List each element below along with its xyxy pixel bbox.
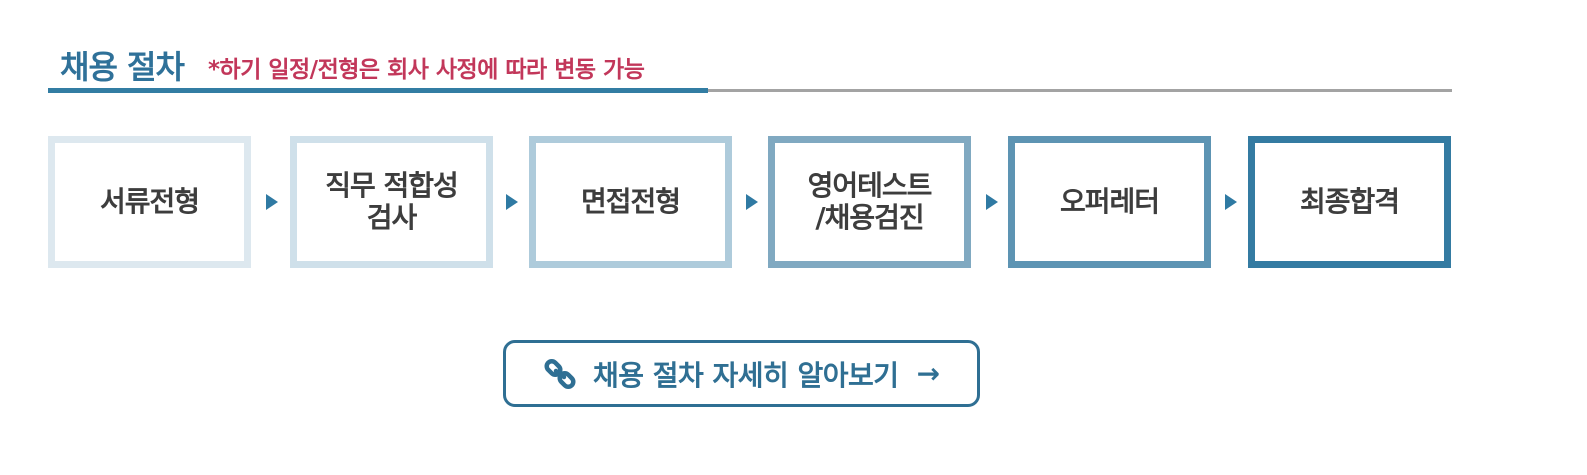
step-arrow-icon <box>506 194 518 210</box>
header-divider <box>48 89 1452 92</box>
link-icon <box>544 358 576 389</box>
step-label: 영어테스트 /채용검진 <box>807 169 933 234</box>
step-arrow-icon <box>986 194 998 210</box>
step-label: 면접전형 <box>580 185 681 218</box>
step-label: 직무 적합성 검사 <box>325 169 459 234</box>
step-label: 최종합격 <box>1299 185 1400 218</box>
step-label: 오퍼레터 <box>1059 185 1160 218</box>
step-arrow-icon <box>266 194 278 210</box>
step-aptitude-test: 직무 적합성 검사 <box>290 136 493 268</box>
step-arrow-icon <box>746 194 758 210</box>
header-divider-accent <box>48 88 708 93</box>
step-english-test-medical: 영어테스트 /채용검진 <box>768 136 971 268</box>
step-label: 서류전형 <box>99 185 200 218</box>
section-title: 채용 절차 <box>60 48 185 86</box>
section-header: 채용 절차 *하기 일정/전형은 회사 사정에 따라 변동 가능 <box>48 36 1452 96</box>
step-offer-letter: 오퍼레터 <box>1008 136 1211 268</box>
process-steps: 서류전형 직무 적합성 검사 면접전형 영어테스트 /채용검진 오퍼레터 최종합… <box>48 136 1452 268</box>
step-document-screening: 서류전형 <box>48 136 251 268</box>
step-interview: 면접전형 <box>529 136 732 268</box>
schedule-note: *하기 일정/전형은 회사 사정에 따라 변동 가능 <box>208 57 645 83</box>
button-label: 채용 절차 자세히 알아보기 <box>592 358 899 392</box>
arrow-right-icon: → <box>916 357 941 390</box>
step-arrow-icon <box>1225 194 1237 210</box>
step-final-acceptance: 최종합격 <box>1248 136 1451 268</box>
recruitment-details-button[interactable]: 채용 절차 자세히 알아보기 → <box>503 340 980 407</box>
